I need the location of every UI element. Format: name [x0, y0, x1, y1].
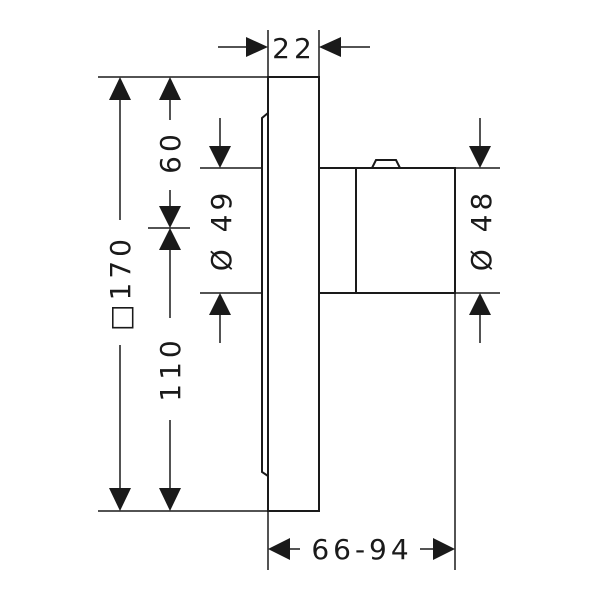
arrow-up: [159, 77, 181, 100]
handle-notch: [371, 159, 401, 169]
upper-height-label: 60: [154, 130, 187, 174]
top-width-label: 22: [272, 32, 316, 65]
dimension-depth-range: 66-94: [268, 533, 455, 566]
lower-height-label: 110: [154, 336, 187, 401]
cover-plate-lip: [261, 112, 269, 477]
arrow-up: [209, 293, 231, 315]
part-outline: [261, 76, 456, 512]
dimension-right-diameter: Ø 48: [465, 118, 498, 343]
dimension-left-diameter: Ø 49: [205, 118, 238, 343]
arrow-right: [246, 37, 268, 57]
dimension-lower-height: 110: [154, 228, 187, 511]
handle-body: [318, 167, 456, 294]
arrow-left: [268, 538, 290, 560]
cover-plate: [267, 76, 320, 512]
arrow-up: [109, 77, 131, 100]
arrow-down: [159, 488, 181, 511]
arrow-up: [159, 228, 181, 250]
depth-range-label: 66-94: [311, 533, 412, 566]
arrow-down: [159, 206, 181, 228]
dimension-top-width: 22: [218, 32, 370, 65]
dimension-total-height: □170: [104, 77, 137, 511]
arrow-up: [469, 293, 491, 315]
dimension-upper-height: 60: [154, 77, 187, 228]
arrow-down: [209, 146, 231, 168]
extension-lines: [98, 30, 500, 570]
arrow-down: [469, 146, 491, 168]
right-diameter-label: Ø 48: [465, 189, 498, 272]
arrow-down: [109, 488, 131, 511]
arrow-left: [319, 37, 341, 57]
total-height-label: □170: [104, 235, 137, 331]
left-diameter-label: Ø 49: [205, 189, 238, 272]
arrow-right: [433, 538, 455, 560]
